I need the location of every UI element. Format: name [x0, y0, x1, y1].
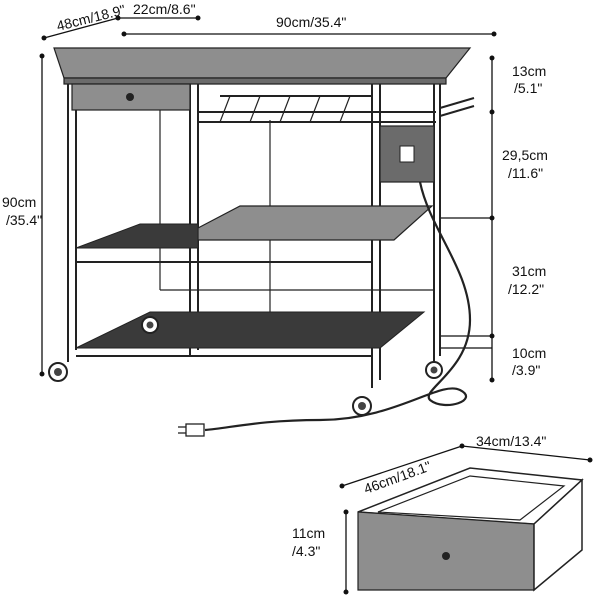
drawer-width-label: 34cm/13.4" [476, 433, 546, 449]
upper-gap-cm-label: 29,5cm [502, 147, 548, 163]
upper-rack [198, 95, 436, 123]
caster-wheels [48, 316, 443, 416]
height-dimension-line [39, 53, 45, 377]
top-dimension-lines [41, 15, 497, 41]
right-dimension-lines [440, 55, 495, 383]
plug-icon [178, 423, 205, 437]
upper-gap-in-label: /11.6" [508, 165, 543, 181]
power-cable [204, 181, 472, 432]
kitchen-cart-illustration [48, 47, 475, 437]
tabletop [53, 47, 472, 79]
middle-gap-cm-label: 31cm [512, 263, 546, 279]
drawer-height-in-label: /4.3" [292, 543, 320, 559]
middle-shelf [197, 205, 434, 241]
top-gap-cm-label: 13cm [512, 63, 546, 79]
width-label: 90cm/35.4" [276, 14, 346, 30]
bottom-mesh-shelf [75, 311, 426, 349]
top-gap-in-label: /5.1" [514, 80, 542, 96]
drawer-height-cm-label: 11cm [292, 525, 325, 541]
side-depth-label: 22cm/8.6" [133, 1, 196, 17]
height-cm-label: 90cm [2, 194, 36, 210]
height-in-label: /35.4" [6, 212, 42, 228]
drawer-front-panel [357, 511, 535, 591]
left-mesh-shelf [75, 223, 199, 249]
bottom-gap-cm-label: 10cm [512, 345, 546, 361]
depth-label: 48cm/18.9" [55, 1, 127, 34]
bottom-gap-in-label: /3.9" [512, 362, 540, 378]
middle-gap-in-label: /12.2" [508, 281, 544, 297]
drawer-detail-illustration [339, 443, 593, 595]
